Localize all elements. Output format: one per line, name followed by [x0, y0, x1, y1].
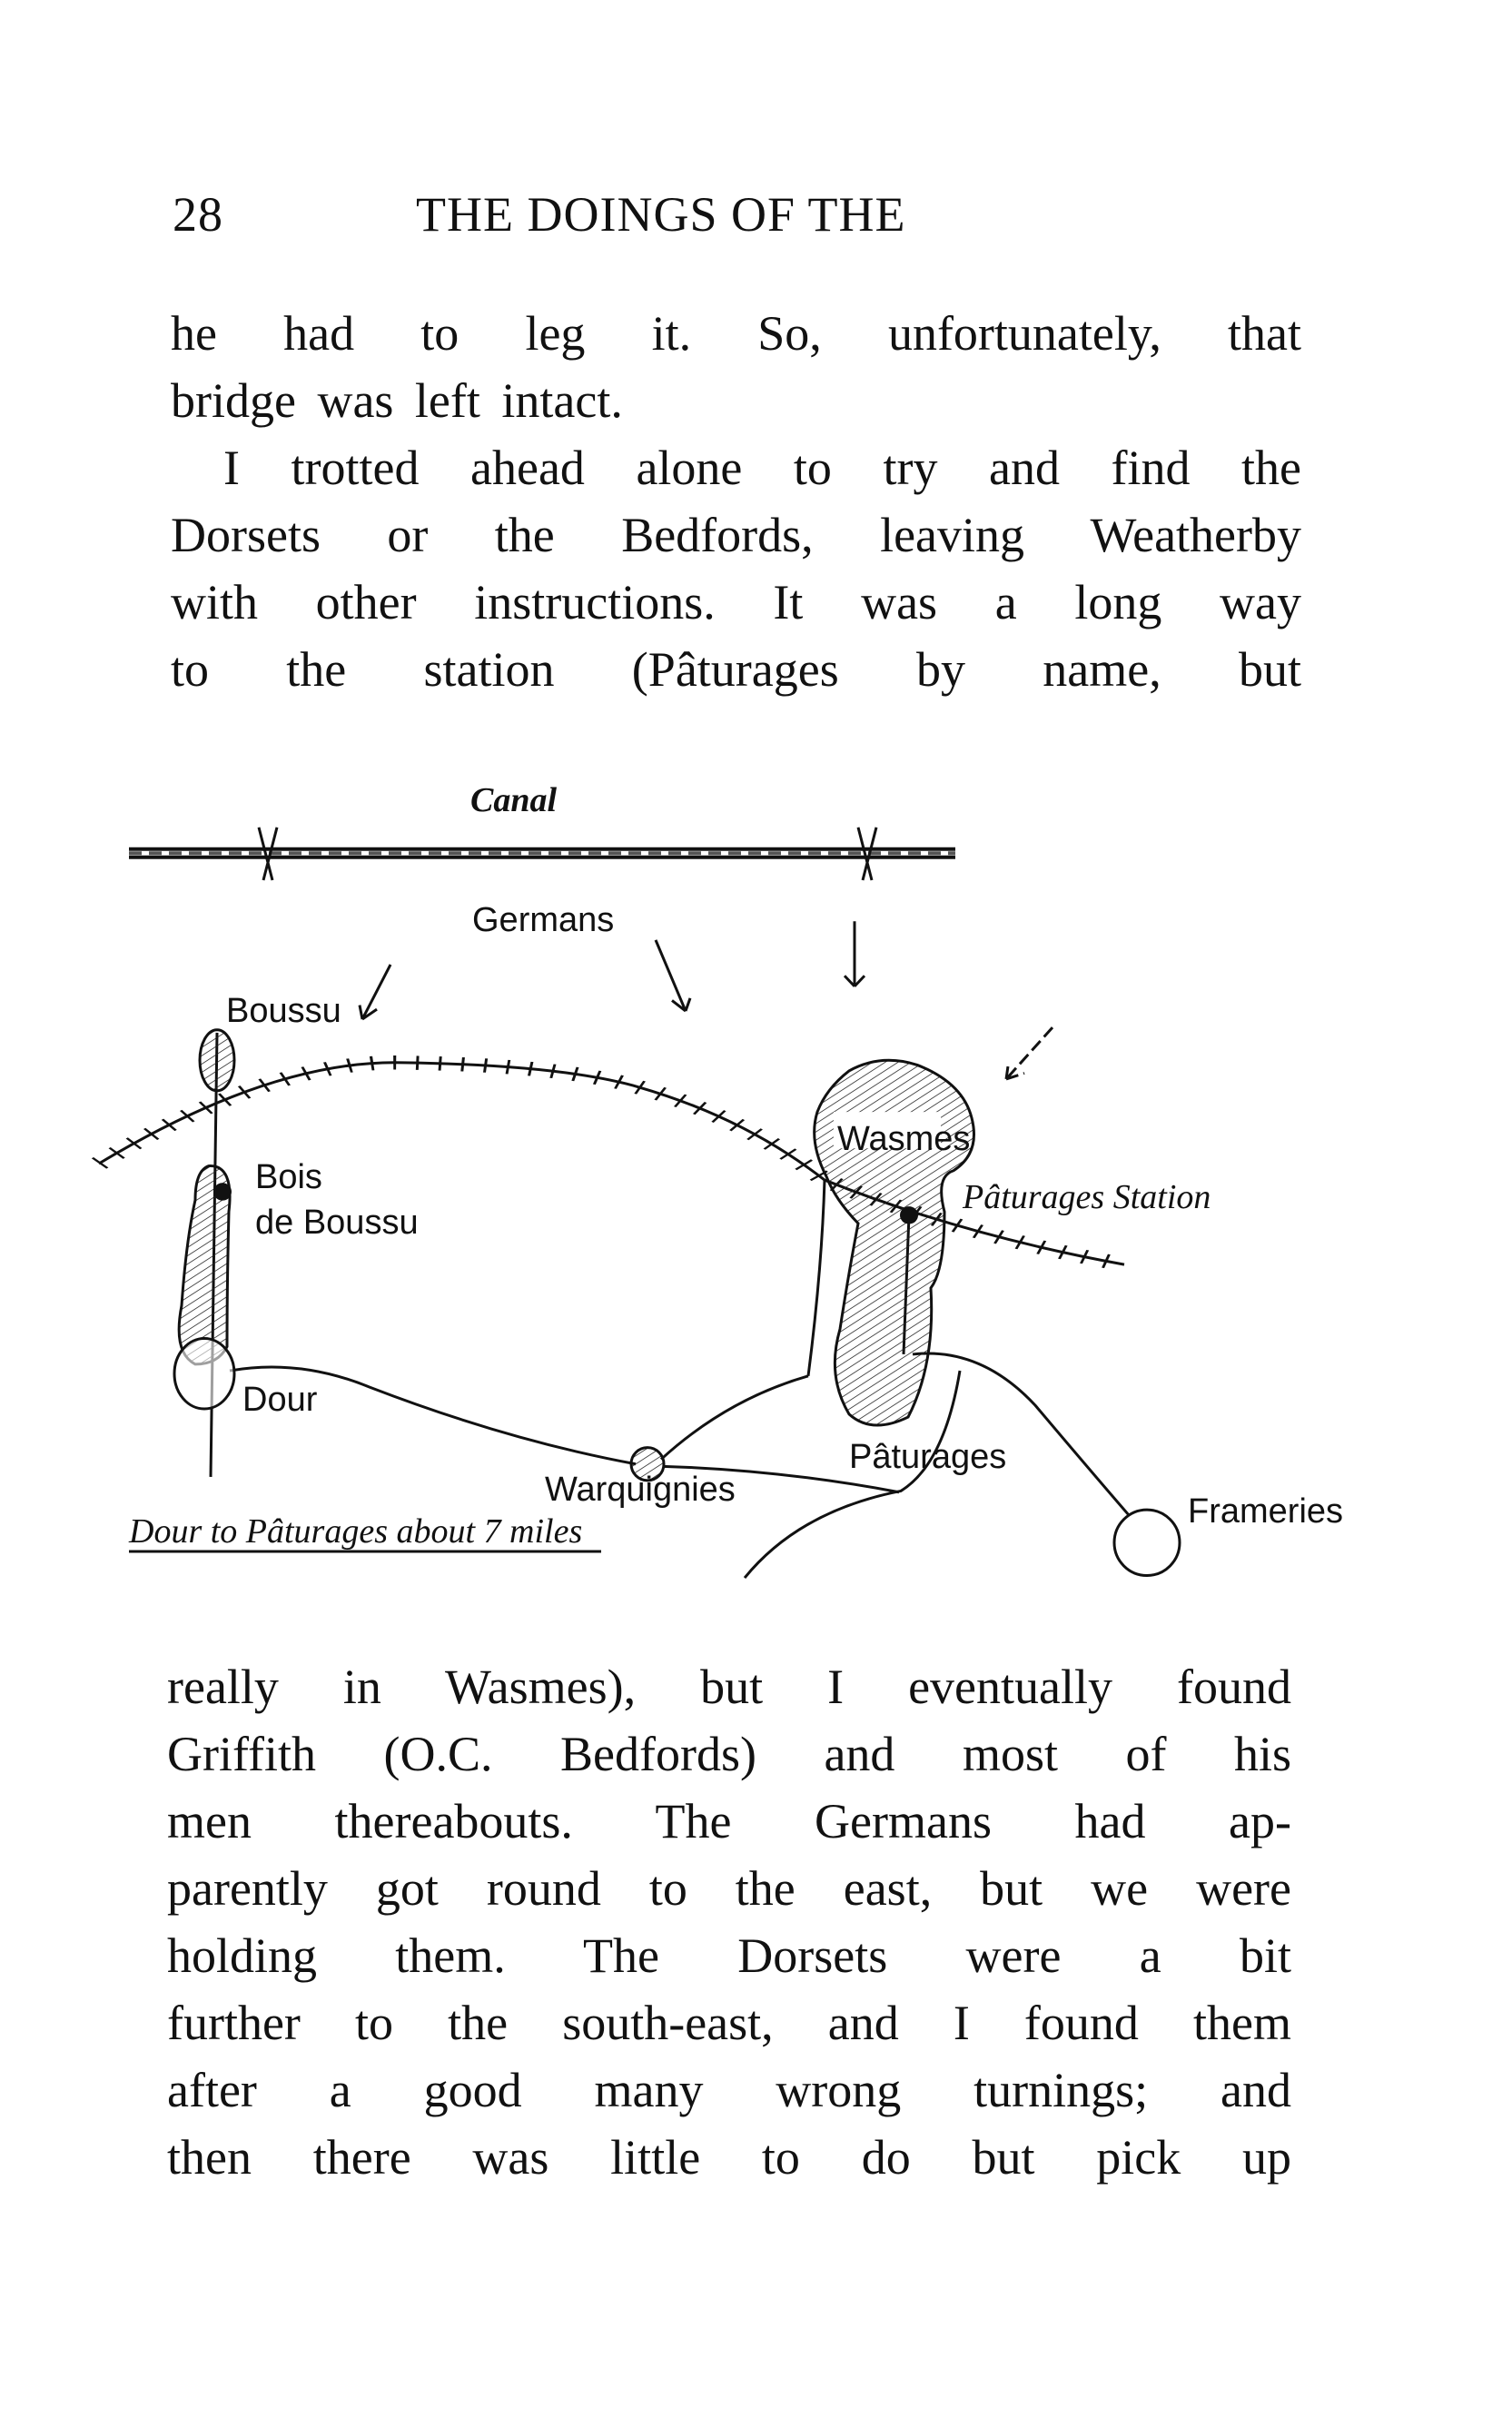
running-title: THE DOINGS OF THE	[416, 187, 906, 242]
frameries-label: Frameries	[1188, 1492, 1343, 1531]
text-line: bridge was left intact.	[171, 373, 623, 428]
boussu-label: Boussu	[226, 992, 341, 1030]
de-boussu-label: de Boussu	[255, 1204, 419, 1242]
wasmes-label-bg	[834, 1112, 941, 1149]
railway-ticks	[91, 1055, 1128, 1272]
text-line: parently got round to the east, but we w…	[167, 1861, 1291, 1916]
paturages-label: Pâturages	[849, 1438, 1006, 1476]
text-line: he had to leg it. So, unfortunately, tha…	[171, 306, 1301, 361]
text-line: I trotted ahead alone to try and find th…	[223, 441, 1301, 495]
wasmes-label: Wasmes	[837, 1120, 970, 1158]
map-drawing	[91, 828, 1180, 1578]
warquignies-label: Warquignies	[545, 1471, 736, 1509]
frameries-town	[1114, 1510, 1180, 1575]
text-line: Griffith (O.C. Bedfords) and most of his	[167, 1727, 1291, 1781]
germans-label: Germans	[472, 901, 614, 939]
text-line: really in Wasmes), but I eventually foun…	[167, 1660, 1291, 1714]
text-line: further to the south-east, and I found t…	[167, 1996, 1291, 2050]
text-line: to the station (Pâturages by name, but	[171, 642, 1301, 697]
canal-label: Canal	[470, 781, 557, 819]
text-line: men thereabouts. The Germans had ap-	[167, 1794, 1291, 1848]
bois-label: Bois	[255, 1158, 322, 1196]
arrow-icon	[360, 921, 1052, 1079]
location-dot	[213, 1183, 232, 1201]
text-line: then there was little to do but pick up	[167, 2130, 1291, 2185]
dour-town	[174, 1338, 234, 1409]
warquignies-town	[631, 1448, 664, 1481]
station-label: Pâturages Station	[962, 1178, 1211, 1216]
page-number: 28	[173, 187, 223, 242]
dour-label: Dour	[242, 1381, 318, 1419]
station-dot	[900, 1206, 918, 1224]
canal	[129, 849, 955, 857]
boussu-town	[200, 1030, 234, 1091]
bridge-icon	[259, 828, 876, 880]
text-line: after a good many wrong turnings; and	[167, 2063, 1291, 2117]
railway	[99, 1063, 1124, 1264]
scale-note: Dour to Pâturages about 7 miles	[128, 1512, 582, 1551]
text-line: holding them. The Dorsets were a bit	[167, 1928, 1291, 1983]
text-line: with other instructions. It was a long w…	[171, 575, 1301, 629]
wasmes-town	[815, 1060, 974, 1425]
text-line: Dorsets or the Bedfords, leaving Weather…	[171, 508, 1301, 562]
